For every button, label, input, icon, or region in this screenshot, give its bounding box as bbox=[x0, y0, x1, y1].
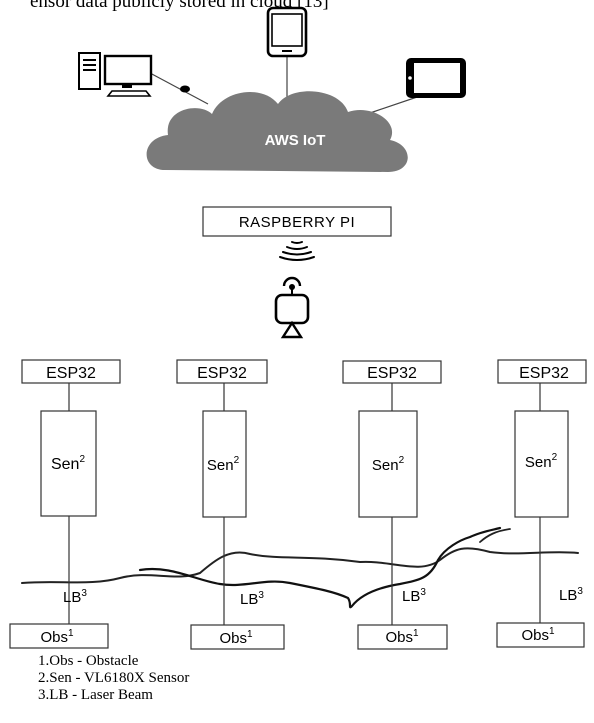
sensor-box bbox=[514, 410, 569, 518]
obstacle-box bbox=[496, 622, 585, 648]
esp32-label: ESP32 bbox=[46, 365, 96, 382]
sensor-label: Sen2 bbox=[207, 455, 240, 474]
clipped-caption-text: ensor data publicly stored in cloud [13] bbox=[30, 0, 329, 12]
aws-cloud-shape bbox=[146, 91, 408, 172]
sensor-label: Sen2 bbox=[525, 452, 558, 471]
esp32-label: ESP32 bbox=[197, 365, 247, 382]
obstacle-label: Obs1 bbox=[219, 629, 253, 647]
sensor-box bbox=[202, 410, 247, 518]
laser-beam-label: LB3 bbox=[240, 590, 264, 608]
esp32-box bbox=[342, 360, 442, 384]
sensor-column-4: ESP32 Sen2 LB3 Obs1 bbox=[496, 359, 587, 648]
sensor-box bbox=[358, 410, 418, 518]
obstacle-label: Obs1 bbox=[521, 626, 555, 644]
obstacle-box bbox=[9, 623, 109, 649]
desktop-computer-icon bbox=[78, 52, 190, 97]
desktop-link bbox=[149, 72, 209, 105]
column-connectors bbox=[68, 383, 541, 625]
esp32-label: ESP32 bbox=[519, 365, 569, 382]
cloud-label: AWS IoT bbox=[265, 132, 326, 149]
legend: 1.Obs - Obstacle 2.Sen - VL6180X Sensor … bbox=[38, 653, 189, 704]
obstacle-label: Obs1 bbox=[40, 628, 74, 646]
tablet-icon bbox=[406, 58, 466, 98]
obstacle-box bbox=[190, 624, 285, 650]
wireless-signal-icon bbox=[279, 241, 315, 261]
esp32-box bbox=[497, 359, 587, 384]
laser-beam-label: LB3 bbox=[402, 587, 426, 605]
legend-item-laser-beam: 3.LB - Laser Beam bbox=[38, 687, 153, 703]
clipped-caption: ensor data publicly stored in cloud [13] bbox=[30, 0, 550, 14]
sensor-label: Sen2 bbox=[372, 455, 405, 474]
laser-beam-label: LB3 bbox=[559, 586, 583, 604]
sensor-column-1: ESP32 Sen2 LB3 Obs1 bbox=[9, 359, 121, 649]
esp32-box bbox=[176, 359, 268, 384]
legend-item-sensor: 2.Sen - VL6180X Sensor bbox=[38, 670, 190, 686]
obstacle-box bbox=[357, 624, 448, 650]
esp32-label: ESP32 bbox=[367, 365, 417, 382]
sensor-column-2: ESP32 Sen2 LB3 Obs1 bbox=[176, 359, 285, 650]
laser-beam-label: LB3 bbox=[63, 588, 87, 606]
raspberry-pi-label: RASPBERRY PI bbox=[239, 214, 355, 231]
smartphone-icon bbox=[266, 6, 308, 58]
antenna-receiver-icon bbox=[274, 276, 310, 339]
sensor-label: Sen2 bbox=[51, 454, 85, 473]
raspberry-pi-box bbox=[202, 206, 392, 237]
esp32-box bbox=[21, 359, 121, 384]
laser-beam-lines bbox=[21, 526, 579, 609]
sensor-box bbox=[40, 410, 97, 517]
sensor-column-3: ESP32 Sen2 LB3 Obs1 bbox=[342, 360, 448, 650]
obstacle-label: Obs1 bbox=[385, 628, 419, 646]
legend-item-obstacle: 1.Obs - Obstacle bbox=[38, 653, 139, 669]
